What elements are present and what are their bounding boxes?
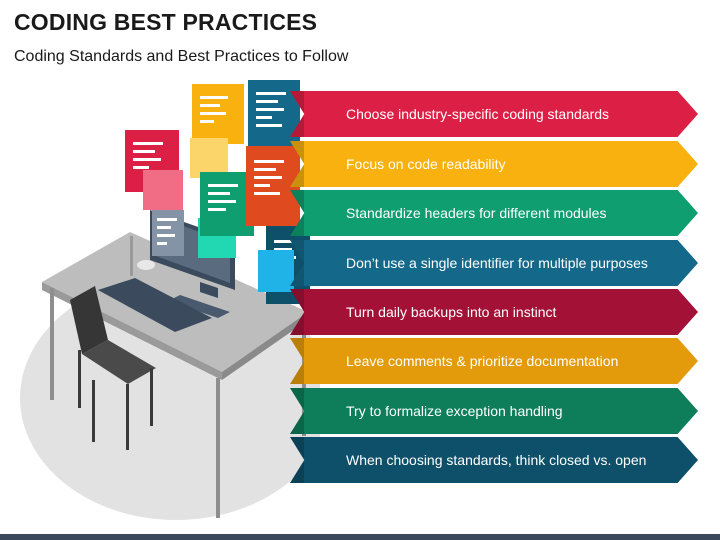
practice-band: Focus on code readability [290,141,698,187]
chair-icon [70,286,156,450]
practice-label: Standardize headers for different module… [346,205,607,221]
keyboard-icon [98,278,212,332]
practice-band: Try to formalize exception handling [290,388,698,434]
code-window-orange [246,146,300,226]
workstation-illustration [20,80,320,520]
page-subtitle: Coding Standards and Best Practices to F… [14,48,349,65]
code-window-red [125,130,183,210]
code-window-gray [152,210,184,256]
practice-band: Turn daily backups into an instinct [290,289,698,335]
footer-bar [0,534,720,540]
practice-label: Don’t use a single identifier for multip… [346,255,648,271]
code-window-green [200,172,254,236]
mouse-icon [137,260,155,270]
practice-label: Choose industry-specific coding standard… [346,106,610,122]
practice-label: Focus on code readability [346,156,506,172]
practice-label: Leave comments & prioritize documentatio… [346,353,619,369]
practice-label: Turn daily backups into an instinct [346,304,557,320]
code-window-blue-dark [248,80,300,150]
practice-band: Don’t use a single identifier for multip… [290,240,698,286]
practice-band: Standardize headers for different module… [290,190,698,236]
practice-band: Leave comments & prioritize documentatio… [290,338,698,384]
practice-band: Choose industry-specific coding standard… [290,91,698,137]
practice-label: When choosing standards, think closed vs… [346,452,647,468]
code-window-yellow [190,84,244,178]
practice-label: Try to formalize exception handling [346,403,563,419]
code-window-navy [258,226,310,304]
page-title: CODING BEST PRACTICES [14,9,318,35]
practice-band: When choosing standards, think closed vs… [290,437,698,483]
